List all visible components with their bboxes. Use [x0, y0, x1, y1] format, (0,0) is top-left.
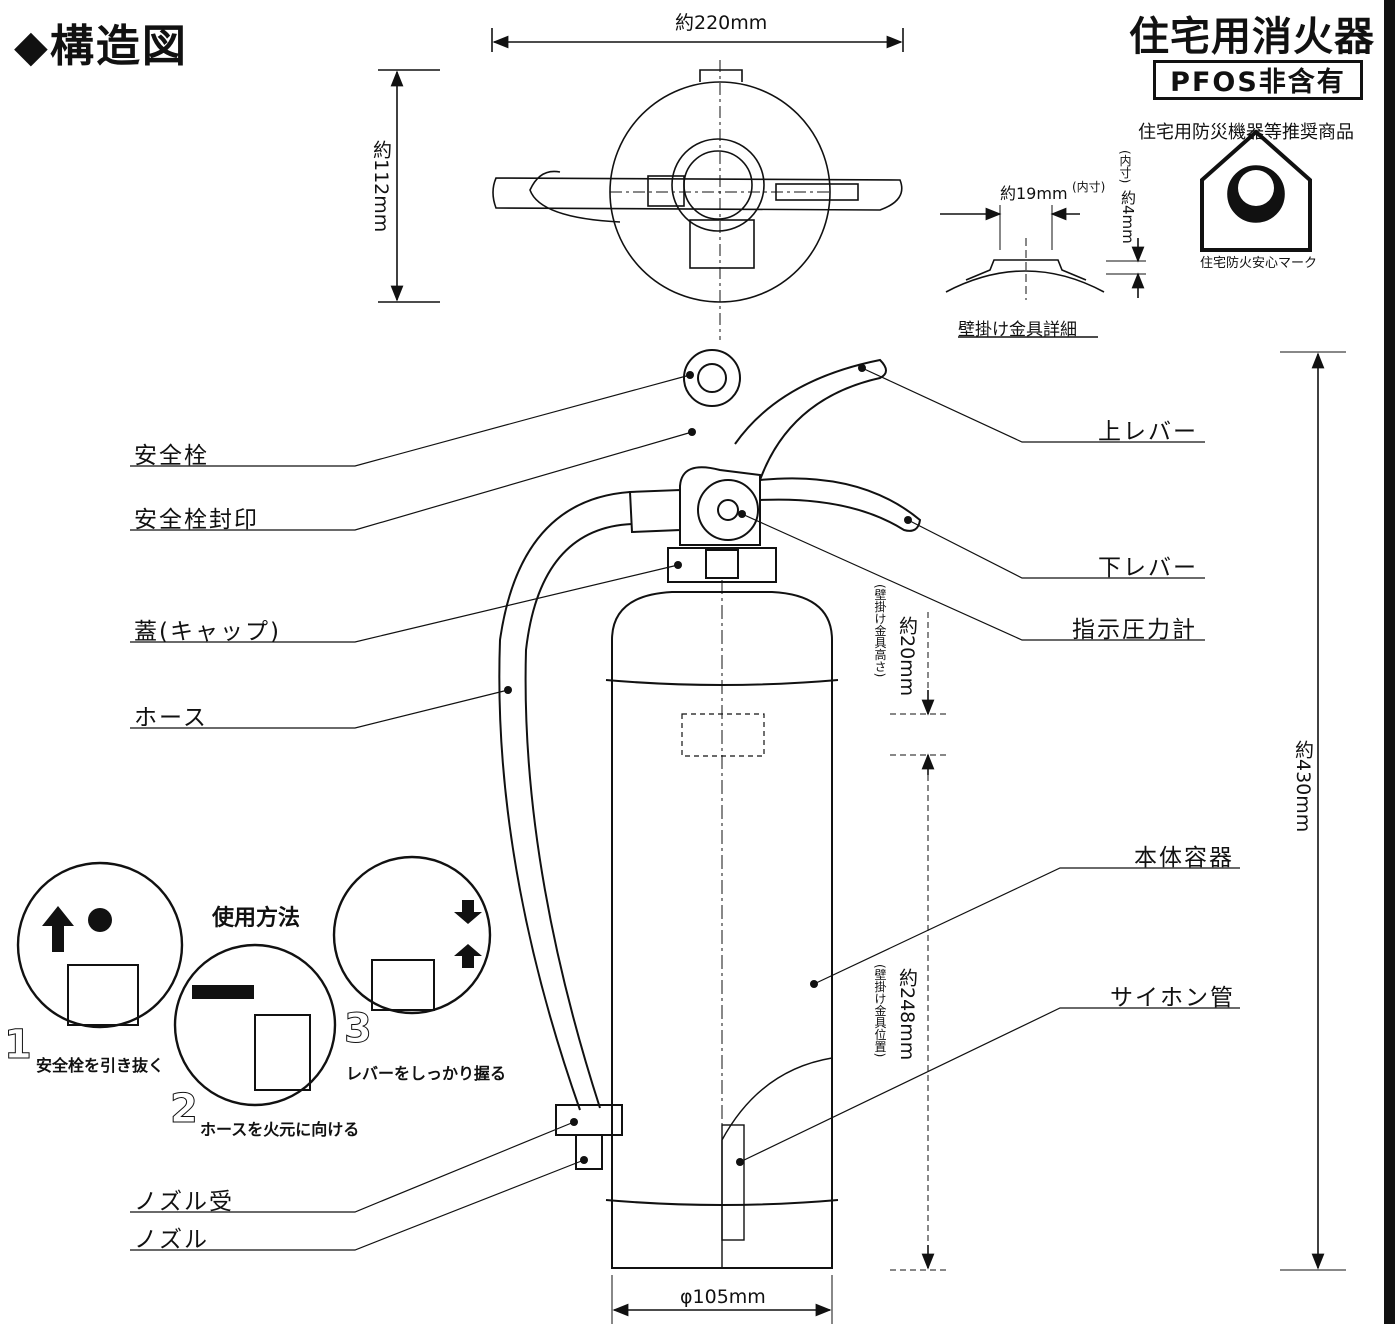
step-2-number: 2	[170, 1086, 199, 1133]
hook-width-note: (内寸)	[1072, 180, 1106, 194]
label-hose: ホース	[134, 705, 208, 731]
hook-height-note: (内寸)	[1118, 150, 1132, 184]
page-title: ◆構造図	[14, 21, 188, 72]
label-lower-lever: 下レバー	[1098, 555, 1198, 581]
step-1-text: 安全栓を引き抜く	[36, 1056, 165, 1075]
label-safety-pin-seal: 安全栓封印	[134, 507, 259, 533]
usage-step-3-circle	[332, 855, 492, 1015]
hook-height-body-dimension: 約20mm	[896, 616, 918, 697]
arrow-down-icon	[454, 900, 482, 924]
label-cap: 蓋(キャップ)	[134, 619, 281, 645]
label-siphon: サイホン管	[1110, 985, 1235, 1011]
right-edge-bar	[1384, 0, 1395, 1324]
mark-caption: 住宅防火安心マーク	[1200, 256, 1318, 271]
hook-width-dimension: 約19mm	[1000, 184, 1068, 203]
label-nozzle: ノズル	[134, 1227, 209, 1253]
depth-dimension: 約112mm	[370, 140, 392, 233]
mount-detail-caption: 壁掛け金具詳細	[958, 320, 1077, 340]
product-name: 住宅用消火器	[1129, 14, 1375, 60]
label-nozzle-holder: ノズル受	[134, 1189, 234, 1215]
arrow-up-icon	[454, 944, 482, 968]
step-3-number: 3	[344, 1006, 373, 1053]
usage-step-2-circle	[173, 943, 337, 1107]
hook-height-body-note: (壁掛け金具高さ)	[873, 584, 887, 678]
step-1-number: 1	[4, 1022, 33, 1069]
hook-position-note: (壁掛け金具位置)	[873, 964, 887, 1058]
label-safety-pin: 安全栓	[134, 443, 209, 469]
top-view-drawing	[492, 60, 903, 340]
safety-mark-logo	[1200, 129, 1312, 252]
diameter-dimension: φ105mm	[680, 1286, 766, 1308]
hook-height-dimension: 約4mm	[1119, 190, 1137, 244]
step-2-text: ホースを火元に向ける	[200, 1120, 360, 1139]
arrow-up-icon	[42, 906, 74, 952]
label-body: 本体容器	[1134, 845, 1234, 871]
usage-heading: 使用方法	[212, 906, 301, 931]
usage-step-1-circle	[16, 861, 184, 1029]
hook-position-dimension: 約248mm	[896, 968, 918, 1061]
step-3-text: レバーをしっかり握る	[346, 1064, 507, 1083]
total-height-dimension: 約430mm	[1292, 740, 1314, 833]
label-pressure-gauge: 指示圧力計	[1072, 617, 1197, 643]
extinguisher-body-drawing	[498, 349, 922, 1269]
width-dimension: 約220mm	[675, 12, 768, 34]
pfos-badge: PFOS非含有	[1153, 60, 1363, 100]
recommend-text: 住宅用防災機器等推奨商品	[1138, 122, 1354, 143]
label-upper-lever: 上レバー	[1098, 419, 1198, 445]
